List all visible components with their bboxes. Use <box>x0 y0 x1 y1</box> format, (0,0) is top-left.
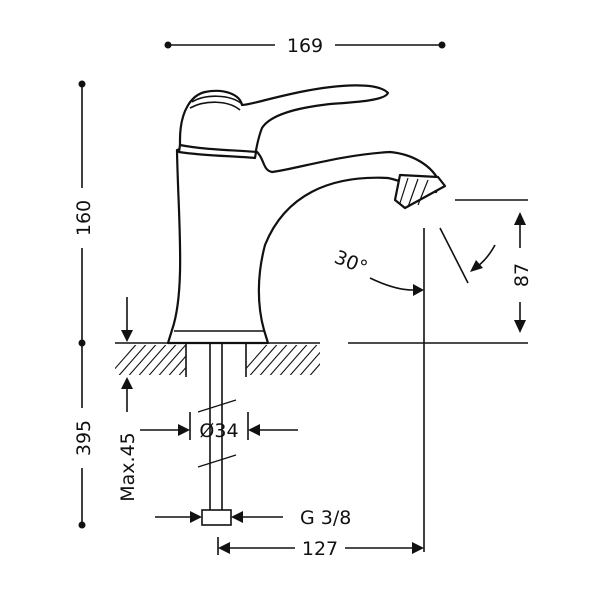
dimension-spout-height: 87 <box>348 199 533 344</box>
countertop-hatch-right <box>246 345 320 375</box>
label-angle: 30° <box>331 246 370 279</box>
label-hole-diameter: Ø34 <box>199 420 238 442</box>
dimension-hole-diameter: Ø34 <box>140 412 298 442</box>
connector-nut <box>201 509 232 526</box>
label-below-counter: 395 <box>73 420 95 456</box>
label-top-width: 169 <box>287 35 323 57</box>
supply-pipe <box>197 343 237 526</box>
dimension-max-thickness: Max.45 <box>117 297 139 502</box>
countertop <box>115 342 320 377</box>
dimension-below-counter: 395 <box>73 343 95 529</box>
collar <box>177 143 258 160</box>
faucet-body <box>166 141 442 345</box>
dimension-total-height: 160 <box>73 80 95 347</box>
label-spout-height: 87 <box>511 263 533 287</box>
dimension-top-width: 169 <box>164 35 446 57</box>
countertop-hatch-left <box>115 345 186 375</box>
faucet <box>166 84 447 345</box>
dimension-reach: 127 <box>217 537 424 560</box>
dimension-angle: 30° <box>331 227 496 296</box>
label-reach: 127 <box>302 538 338 560</box>
label-connection: G 3/8 <box>300 507 351 529</box>
dimension-connection: G 3/8 <box>155 507 351 529</box>
aerator <box>393 173 447 210</box>
label-total-height: 160 <box>73 200 95 236</box>
label-max-thickness: Max.45 <box>117 432 139 502</box>
